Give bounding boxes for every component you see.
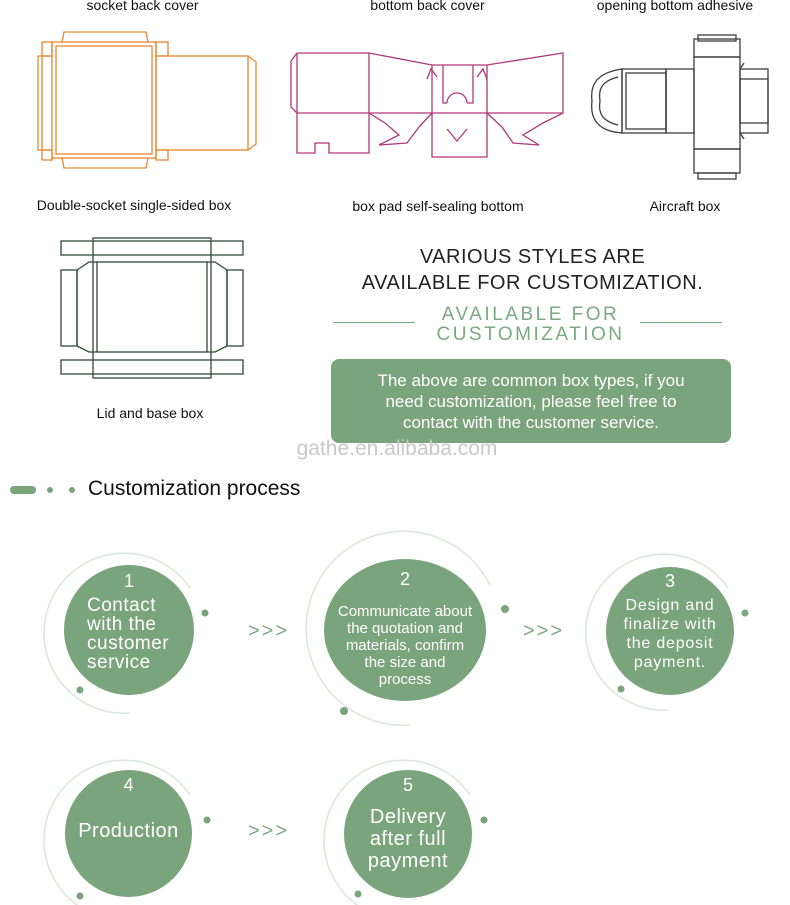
step-1-line: service	[87, 652, 151, 673]
step-5-line: Delivery	[369, 806, 447, 828]
step-3-circle: 3 Design and finalize with the deposit p…	[606, 567, 734, 695]
watermark: gathe.en.alibaba.com	[296, 437, 498, 460]
step-3-number: 3	[664, 571, 675, 591]
caption-socket-back-cover: socket back cover	[86, 0, 199, 13]
arrow-1-2: >>>	[248, 620, 290, 642]
step-2-line: Communicate about	[337, 603, 473, 620]
step-5-circle: 5 Delivery after full payment	[344, 770, 472, 898]
step-2-circle: 2 Communicate about the quotation and ma…	[324, 559, 486, 701]
step-2-line: materials, confirm	[345, 637, 465, 654]
notice-line-1: The above are common box types, if you	[377, 371, 685, 390]
step-3-line: Design and	[625, 597, 715, 614]
step-1-line: with the	[87, 614, 157, 635]
aircraft-box-diagram	[590, 34, 769, 180]
step-4-number: 4	[123, 775, 134, 795]
step-3-ring	[584, 553, 749, 711]
notice-line-3: contact with the customer service.	[402, 413, 660, 432]
step-2-line: the size and	[364, 654, 446, 671]
step-1-circle: 1 Contact with the customer service	[64, 565, 194, 695]
step-5-ring	[323, 759, 488, 905]
available-line-1: AVAILABLE FOR	[441, 304, 620, 325]
step-2-number: 2	[399, 569, 410, 589]
step-4-line: Production	[78, 820, 179, 842]
arrow-2-3: >>>	[523, 620, 565, 642]
step-1-ring	[43, 552, 209, 714]
divider-right	[640, 322, 722, 323]
caption-double-socket-box: Double-socket single-sided box	[36, 197, 232, 213]
step-2-line: the quotation and	[347, 620, 463, 637]
customization-notice: The above are common box types, if you n…	[331, 359, 731, 443]
step-5-number: 5	[402, 775, 413, 795]
section-pill-icon	[10, 486, 36, 494]
arrow-4-5: >>>	[248, 820, 290, 842]
double-socket-box-diagram	[37, 31, 257, 169]
headline-line-1: VARIOUS STYLES ARE	[419, 246, 646, 268]
step-2-line: process	[378, 671, 432, 688]
divider-left	[333, 322, 415, 323]
step-1-line: customer	[87, 633, 170, 654]
notice-line-2: need customization, please feel free to	[385, 392, 677, 411]
caption-opening-bottom-adhesive: opening bottom adhesive	[596, 0, 754, 13]
step-1-line: Contact	[87, 595, 156, 616]
lid-and-base-box-diagram	[60, 237, 244, 379]
step-4-ring	[43, 759, 211, 905]
step-5-line: after full	[369, 828, 447, 850]
caption-lid-and-base-box: Lid and base box	[96, 405, 204, 421]
caption-self-sealing-bottom: box pad self-sealing bottom	[352, 198, 524, 214]
step-3-line: payment.	[633, 654, 707, 671]
headline-line-2: AVAILABLE FOR CUSTOMIZATION.	[361, 272, 704, 294]
step-2-ring	[305, 530, 509, 726]
section-dot-icon	[69, 487, 75, 493]
section-dot-icon	[47, 487, 53, 493]
step-3-line: finalize with	[623, 616, 717, 633]
available-line-2: CUSTOMIZATION	[436, 324, 625, 345]
step-4-circle: 4 Production	[65, 770, 192, 897]
step-3-line: the deposit	[626, 635, 714, 652]
section-title: Customization process	[88, 477, 301, 500]
step-1-number: 1	[123, 571, 134, 591]
caption-bottom-back-cover: bottom back cover	[370, 0, 485, 13]
caption-aircraft-box: Aircraft box	[649, 198, 721, 214]
self-sealing-bottom-box-diagram	[290, 52, 564, 158]
step-5-line: payment	[367, 850, 449, 872]
